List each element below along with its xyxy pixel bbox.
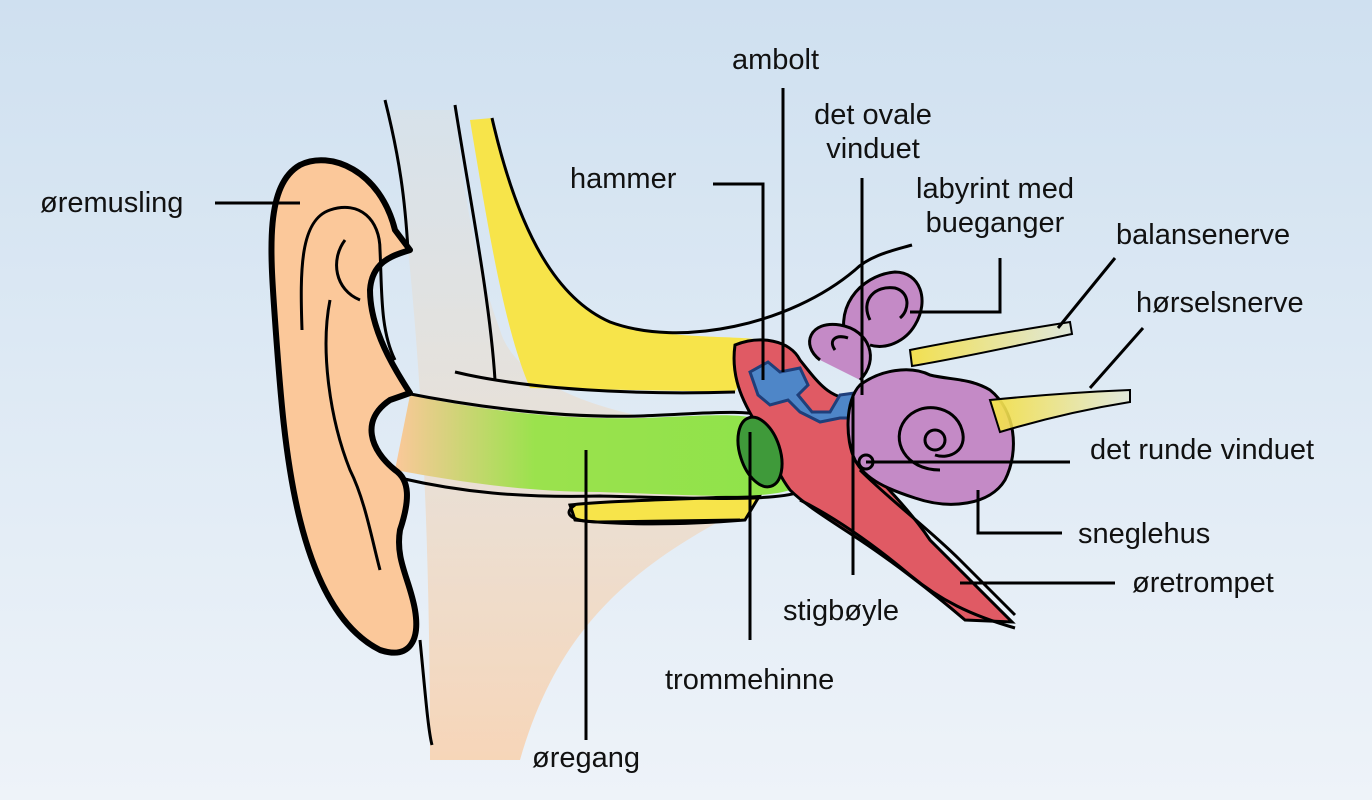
label-oval-window-line1: det ovale <box>814 99 932 131</box>
leader-cochlea <box>976 490 1062 535</box>
label-oval-window: det ovale vinduet <box>808 98 938 166</box>
label-ear-canal: øregang <box>532 742 641 774</box>
label-labyrinth-line2: bueganger <box>925 207 1065 239</box>
label-round-window: det runde vinduet <box>1090 434 1315 466</box>
label-labyrinth: labyrint med bueganger <box>905 172 1085 240</box>
semicircular-canals <box>808 270 924 382</box>
auricle-shape <box>268 157 420 656</box>
leader-balance-nerve <box>1056 257 1117 329</box>
label-hearing-nerve: hørselsnerve <box>1136 287 1304 319</box>
label-balance-nerve: balansenerve <box>1116 219 1291 251</box>
label-oval-window-line2: vinduet <box>826 133 920 165</box>
label-hammer: hammer <box>570 163 677 195</box>
label-auricle: øremusling <box>40 187 184 219</box>
leader-hearing-nerve <box>1088 327 1145 389</box>
label-labyrinth-line1: labyrint med <box>916 173 1074 205</box>
ear-canal-shape <box>395 395 794 496</box>
temporal-bone <box>470 118 760 392</box>
leader-hammer <box>713 182 765 380</box>
label-cochlea: sneglehus <box>1078 518 1211 550</box>
leader-labyrinth <box>910 258 1002 314</box>
label-stirrup: stigbøyle <box>783 595 900 627</box>
label-eardrum: trommehinne <box>665 664 835 696</box>
label-eustachian-tube: øretrompet <box>1132 567 1274 599</box>
balance-nerve-shape <box>908 320 1074 368</box>
hearing-nerve-shape <box>988 388 1131 434</box>
label-anvil: ambolt <box>732 44 820 76</box>
